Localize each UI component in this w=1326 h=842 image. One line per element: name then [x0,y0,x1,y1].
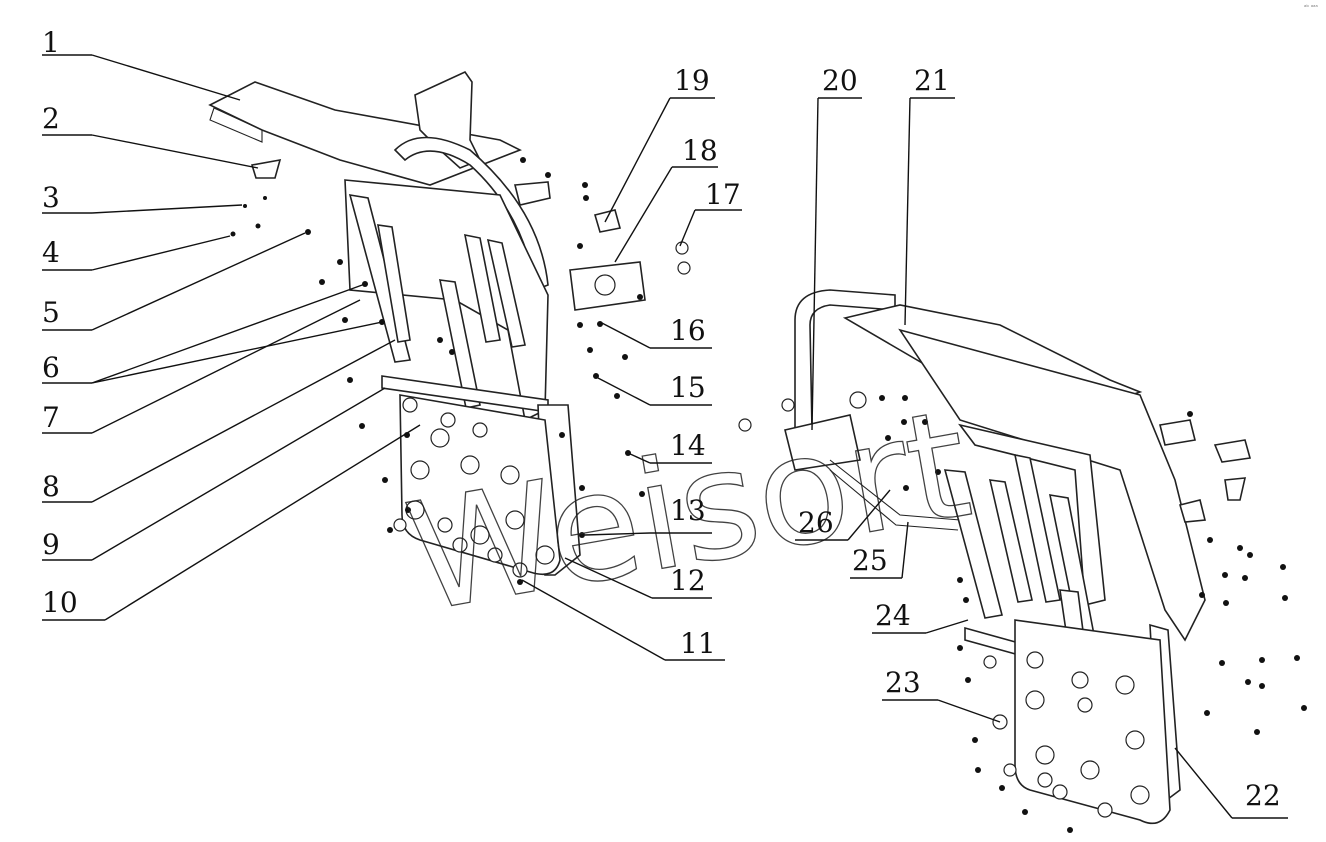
callout-18: 18 [682,134,718,167]
callout-19: 19 [674,64,710,97]
callout-3: 3 [42,181,60,214]
callouts: 1 2 3 4 5 6 7 8 9 10 [42,26,1288,819]
callout-21: 21 [914,64,950,97]
callout-15: 15 [670,371,706,404]
callout-24: 24 [875,599,911,632]
callout-5: 5 [42,296,60,329]
callout-8: 8 [42,470,60,503]
callout-17: 17 [705,178,741,211]
callout-13: 13 [670,494,706,527]
callout-10: 10 [42,586,78,619]
callout-9: 9 [42,528,60,561]
callout-26: 26 [798,506,834,539]
right-assembly [738,289,1307,833]
callout-22: 22 [1245,779,1281,812]
callout-2: 2 [42,102,60,135]
callout-11: 11 [680,627,716,660]
callout-23: 23 [885,666,921,699]
callout-4: 4 [42,236,60,269]
callout-14: 14 [670,429,706,462]
callout-12: 12 [670,564,706,597]
callout-1: 1 [42,26,60,59]
corner-mark: ᵃᵇ ᵃᵃᵃ [1304,4,1318,11]
callout-25: 25 [852,544,888,577]
callout-20: 20 [822,64,858,97]
callout-7: 7 [42,401,60,434]
callout-6: 6 [42,351,60,384]
callout-16: 16 [670,314,706,347]
left-assembly [208,70,691,585]
